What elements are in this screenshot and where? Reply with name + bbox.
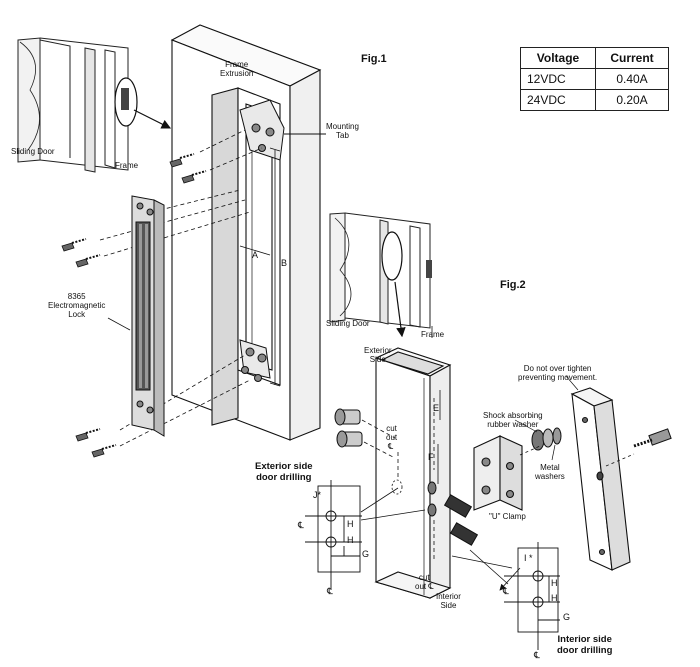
dimension-h-int-2: H	[551, 593, 558, 603]
dimension-i: I *	[524, 553, 533, 563]
exterior-drilling-detail	[305, 480, 362, 590]
dimension-h-ext-1: H	[347, 519, 354, 529]
warning-note: Do not over tighten preventing movement.	[518, 364, 598, 383]
tube-dashes	[397, 398, 435, 560]
cut-out-label-2: cut out ℄	[415, 573, 434, 592]
spec-header-current: Current	[595, 47, 669, 69]
spec-table-row: 12VDC 0.40A	[520, 68, 669, 90]
spec-table-header: Voltage Current	[520, 47, 669, 69]
centerline-mark-1: ℄	[388, 442, 394, 451]
frame-label-2: Frame	[421, 330, 445, 339]
dimension-h-ext-2: H	[347, 535, 354, 545]
spec-current-cell: 0.20A	[595, 89, 669, 111]
lock-leader	[107, 317, 131, 331]
electromagnetic-lock	[131, 195, 165, 437]
spec-voltage-cell: 12VDC	[520, 68, 596, 90]
u-clamp	[473, 435, 523, 511]
mounting-tab-bottom	[239, 339, 271, 382]
interior-side-label: Interior Side	[436, 592, 461, 611]
sliding-door-inset-2	[329, 212, 431, 329]
dimension-lines-fig1	[239, 147, 281, 387]
exterior-leader-1	[360, 487, 399, 513]
centerline-ext-v: ℄	[327, 586, 333, 596]
metal-washers-label: Metal washers	[535, 463, 565, 482]
spec-voltage-cell: 24VDC	[520, 89, 596, 111]
sliding-door-label-1: Sliding Door	[11, 147, 55, 156]
spec-table: Voltage Current 12VDC 0.40A 24VDC 0.20A	[520, 47, 669, 111]
lock-mini-2	[426, 260, 432, 278]
exterior-leader-2	[360, 509, 426, 521]
frame-extrusion	[170, 24, 322, 441]
interior-leader-2	[469, 549, 509, 585]
armature-bolt	[633, 428, 672, 448]
spec-table-row: 24VDC 0.20A	[520, 89, 669, 111]
dimension-a: A	[252, 250, 259, 260]
spec-header-voltage: Voltage	[520, 47, 596, 69]
dimension-j: J*	[313, 490, 322, 500]
screws-fig1	[61, 153, 207, 458]
interior-drilling-detail	[504, 542, 560, 650]
detail-arrow-2	[394, 281, 406, 338]
fig1-title: Fig.1	[361, 53, 387, 65]
tube-holes	[427, 481, 437, 517]
frame-extrusion-label: Frame Extrusion	[220, 60, 254, 79]
cap-screws	[443, 494, 479, 546]
shock-washer-label: Shock absorbing rubber washer	[483, 411, 543, 430]
dimension-g-int: G	[563, 612, 571, 622]
dimension-e: E	[433, 403, 440, 413]
tube-dim-lines	[437, 390, 441, 484]
detail-circle-2	[381, 231, 403, 281]
exterior-drilling-title: Exterior side door drilling	[255, 461, 313, 484]
fig2-title: Fig.2	[500, 279, 526, 291]
interior-drilling-title: Interior side door drilling	[557, 634, 613, 657]
cut-out-label-1: cut out	[386, 424, 398, 443]
frame-label-1: Frame	[115, 161, 139, 170]
exterior-side-label: Exterior Side	[364, 346, 392, 365]
dimension-g-ext: G	[362, 549, 370, 559]
exterior-cutout	[391, 479, 403, 495]
sliding-door-inset-1	[17, 37, 129, 173]
dimension-h-int-1: H	[551, 578, 558, 588]
lock-mini-1	[121, 88, 129, 110]
dimension-f: F	[428, 452, 434, 462]
sleeve-nuts	[334, 408, 363, 448]
centerline-ext-h: ℄	[298, 520, 304, 530]
spec-current-cell: 0.40A	[595, 68, 669, 90]
nut-guides	[361, 419, 396, 459]
lock-label: 8365 Electromagnetic Lock	[48, 292, 106, 320]
washers	[531, 427, 562, 451]
dimension-b: B	[281, 258, 288, 268]
u-clamp-label: "U" Clamp	[489, 512, 526, 521]
centerline-int-h: ℄	[503, 586, 509, 596]
interior-leader-1	[451, 555, 513, 569]
square-tube	[374, 347, 452, 599]
centerline-int-v: ℄	[534, 650, 540, 660]
armature-plate	[570, 387, 631, 571]
detail-arrow-1	[133, 109, 172, 129]
mounting-tab-label: Mounting Tab	[326, 122, 359, 141]
sliding-door-label-2: Sliding Door	[326, 319, 370, 328]
